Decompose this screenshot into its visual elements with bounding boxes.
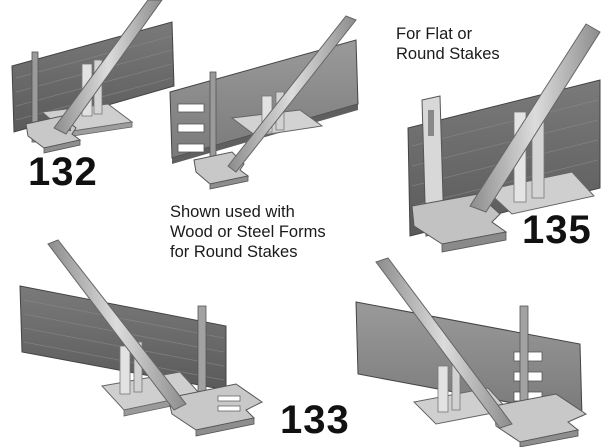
model-number-135: 135	[522, 208, 592, 252]
illustration-133	[19, 239, 263, 437]
caption-line: Shown used with	[170, 203, 295, 221]
caption-line: Round Stakes	[396, 45, 500, 63]
caption-line: For Flat or	[396, 25, 473, 43]
caption-line: Wood or Steel Forms	[170, 223, 326, 241]
caption-flat-round-stakes: For Flat or Round Stakes	[396, 24, 500, 64]
illustration-steel-form-top	[169, 15, 359, 190]
illustration-132	[11, 0, 175, 154]
caption-shown-used-with: Shown used with Wood or Steel Forms for …	[170, 202, 326, 262]
illustration-steel-form-bottom	[355, 257, 588, 447]
model-number-133: 133	[280, 398, 350, 442]
model-number-132: 132	[28, 150, 98, 194]
caption-line: for Round Stakes	[170, 243, 298, 261]
illustration-135	[407, 23, 601, 253]
